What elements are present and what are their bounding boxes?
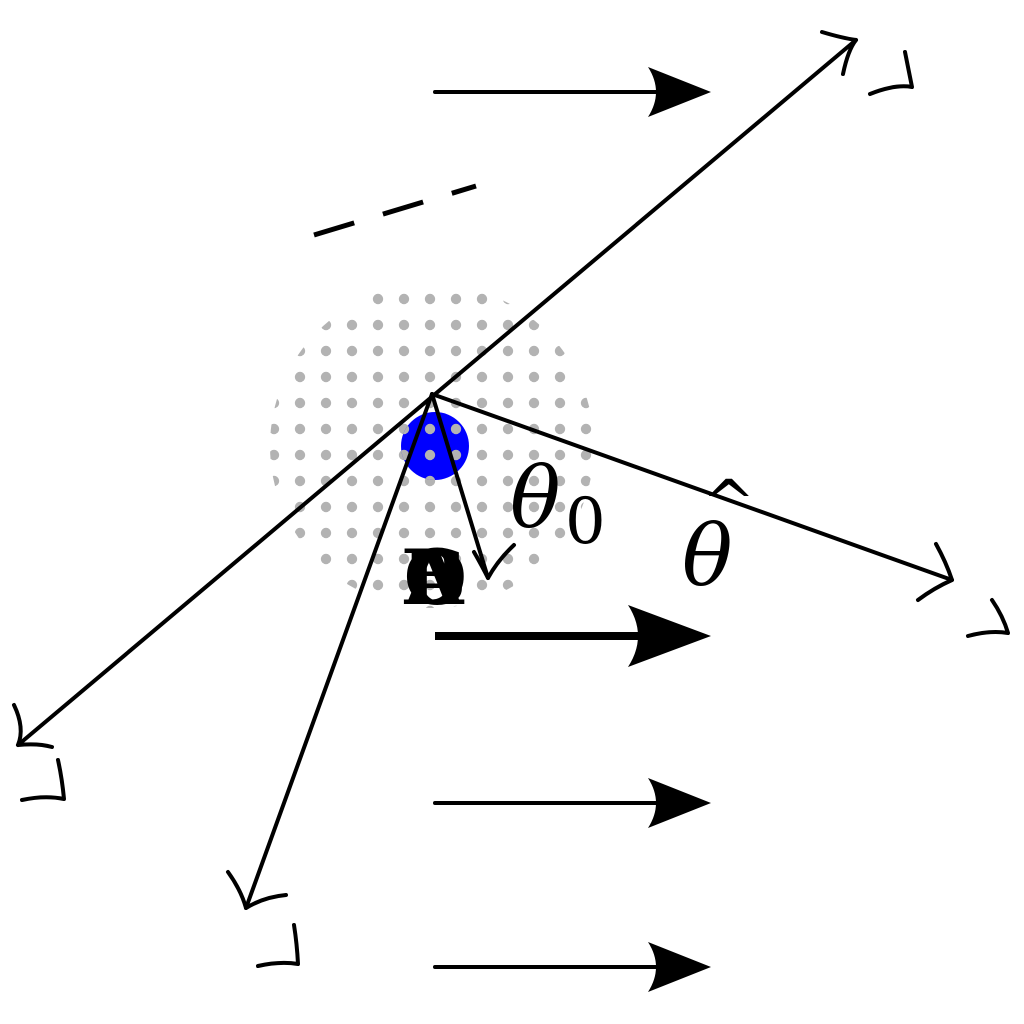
theta-zero-symbol: θ [510,449,561,547]
point-label-b: B [402,533,466,622]
open-chevron-arrowhead-icon [226,870,288,910]
arrow-right-icon [648,778,711,828]
field-arrow-2 [435,605,711,667]
overlapping-point-labels: A B C D [401,533,467,622]
point-label-a: A [404,533,465,622]
arrow-right-icon [648,67,711,117]
open-chevron-arrowhead-icon [20,758,66,802]
dashed-line [313,183,477,238]
field-arrow-1 [433,67,711,117]
theta-zero-subscript: 0 [565,485,606,559]
scattered-ray-right [430,392,1010,638]
arrow-right-icon [648,942,711,992]
theta-hat-label: ^ θ [682,467,756,605]
field-arrow-4 [433,942,711,992]
arrow-right-icon [628,605,711,667]
open-chevron-arrowhead-icon [966,598,1010,638]
field-arrow-3 [433,778,711,828]
open-chevron-arrowhead-icon [256,923,300,968]
theta-hat-accent: ^ [702,467,756,541]
initial-angle-ray [430,392,516,580]
open-chevron-arrowhead-icon [868,50,914,96]
point-label-d: D [401,533,467,622]
open-chevron-arrowhead-icon [12,703,54,749]
diagonal-ray [12,30,914,802]
theta-zero-label: θ 0 [510,449,606,559]
theta-hat-symbol: θ [682,507,733,605]
open-chevron-arrowhead-icon [820,30,858,76]
point-label-c: C [404,533,465,622]
scattered-ray-down [226,392,434,968]
open-chevron-arrowhead-icon [916,542,954,602]
open-chevron-arrowhead-icon [472,543,516,580]
